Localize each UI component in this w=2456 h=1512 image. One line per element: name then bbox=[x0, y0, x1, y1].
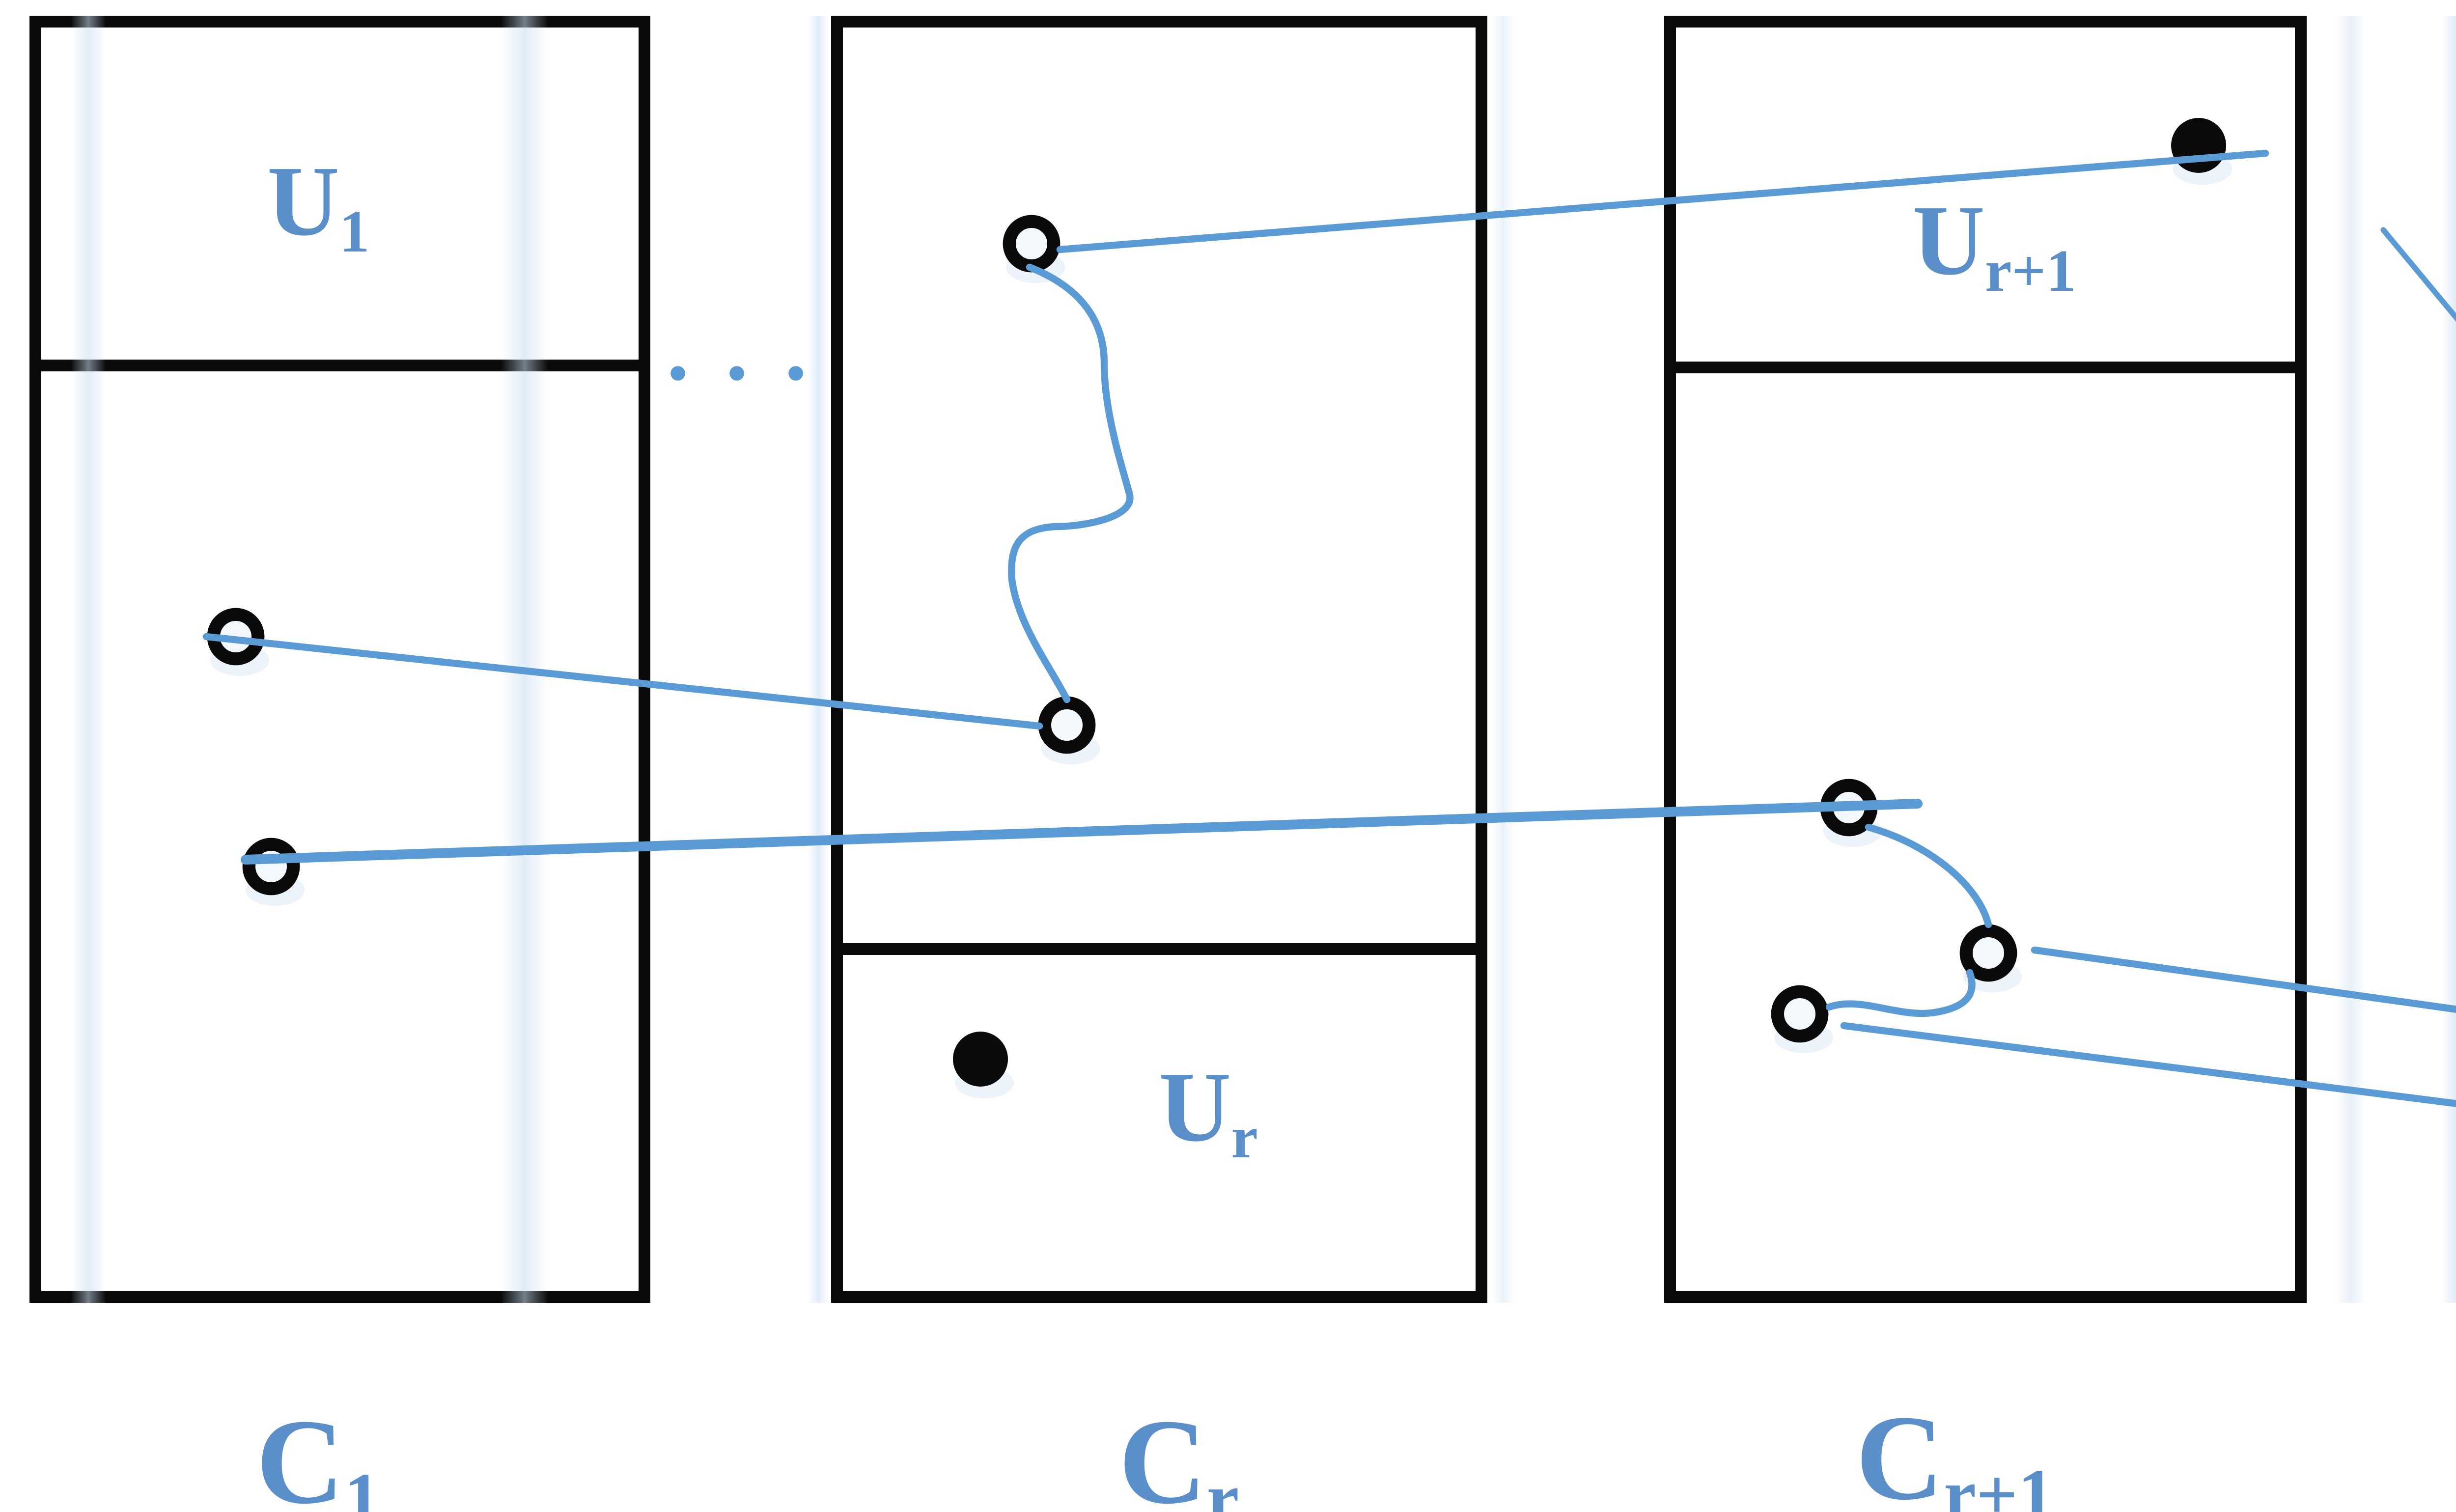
region-label-u1: U1 bbox=[267, 153, 370, 265]
open-point-cr-bottom bbox=[1038, 696, 1096, 754]
wavy-curve-cr bbox=[1008, 263, 1134, 703]
ellipsis-dot bbox=[729, 366, 744, 381]
line-cr1-to-uj-lower bbox=[1840, 1022, 2456, 1107]
ellipsis-dots bbox=[670, 366, 803, 381]
filled-points bbox=[953, 118, 2226, 1087]
box-cr bbox=[831, 16, 1487, 1303]
s-curve-cr1-upper bbox=[1865, 823, 1992, 928]
region-label-sub: 1 bbox=[339, 198, 370, 265]
open-point-cr-top bbox=[1003, 215, 1061, 273]
connection-lines bbox=[202, 149, 2456, 1107]
diagonal-segment-cj bbox=[2380, 227, 2456, 322]
filled-point-ur bbox=[953, 1032, 1008, 1087]
container-label-c1: C1 bbox=[256, 1402, 381, 1512]
box-cr1 bbox=[1664, 16, 2307, 1303]
container-label-sub: 1 bbox=[344, 1460, 381, 1512]
divider-ur1 bbox=[1664, 362, 2307, 373]
open-points bbox=[207, 215, 2017, 1043]
filled-point-ur1 bbox=[2171, 118, 2226, 173]
region-label-sub: r bbox=[1231, 1104, 1258, 1171]
container-label-sub: r+1 bbox=[1943, 1456, 2055, 1512]
region-label-base: U bbox=[267, 148, 340, 258]
region-label-sub: r+1 bbox=[1985, 237, 2076, 305]
container-label-base: C bbox=[1118, 1396, 1207, 1512]
line-cr-to-ur1-dot bbox=[1056, 149, 2269, 253]
line-c1-to-cr bbox=[202, 633, 1043, 730]
open-point-c1-lower bbox=[242, 838, 300, 896]
divider-ur bbox=[831, 943, 1487, 955]
container-label-sub: r bbox=[1206, 1460, 1239, 1512]
region-label-ur: Ur bbox=[1159, 1059, 1258, 1171]
region-label-base: U bbox=[1912, 187, 1985, 298]
line-cr1-to-uj-upper bbox=[2031, 946, 2456, 1013]
container-label-base: C bbox=[256, 1396, 344, 1512]
line-c1-to-cr1-thick bbox=[241, 799, 1923, 865]
region-label-base: U bbox=[1159, 1054, 1231, 1164]
ellipsis-dot bbox=[788, 366, 803, 381]
ellipsis-dot bbox=[670, 366, 685, 381]
curves bbox=[1008, 263, 1992, 1017]
s-curve-cr1-lower bbox=[1825, 969, 1976, 1017]
open-point-cr1-middle bbox=[1959, 924, 2017, 982]
container-label-cr: Cr bbox=[1118, 1402, 1239, 1512]
container-label-base: C bbox=[1855, 1392, 1944, 1512]
open-point-cr1-bottomleft bbox=[1771, 985, 1829, 1043]
container-label-cr1: Cr+1 bbox=[1856, 1399, 2054, 1512]
region-label-ur1: Ur+1 bbox=[1913, 193, 2076, 305]
